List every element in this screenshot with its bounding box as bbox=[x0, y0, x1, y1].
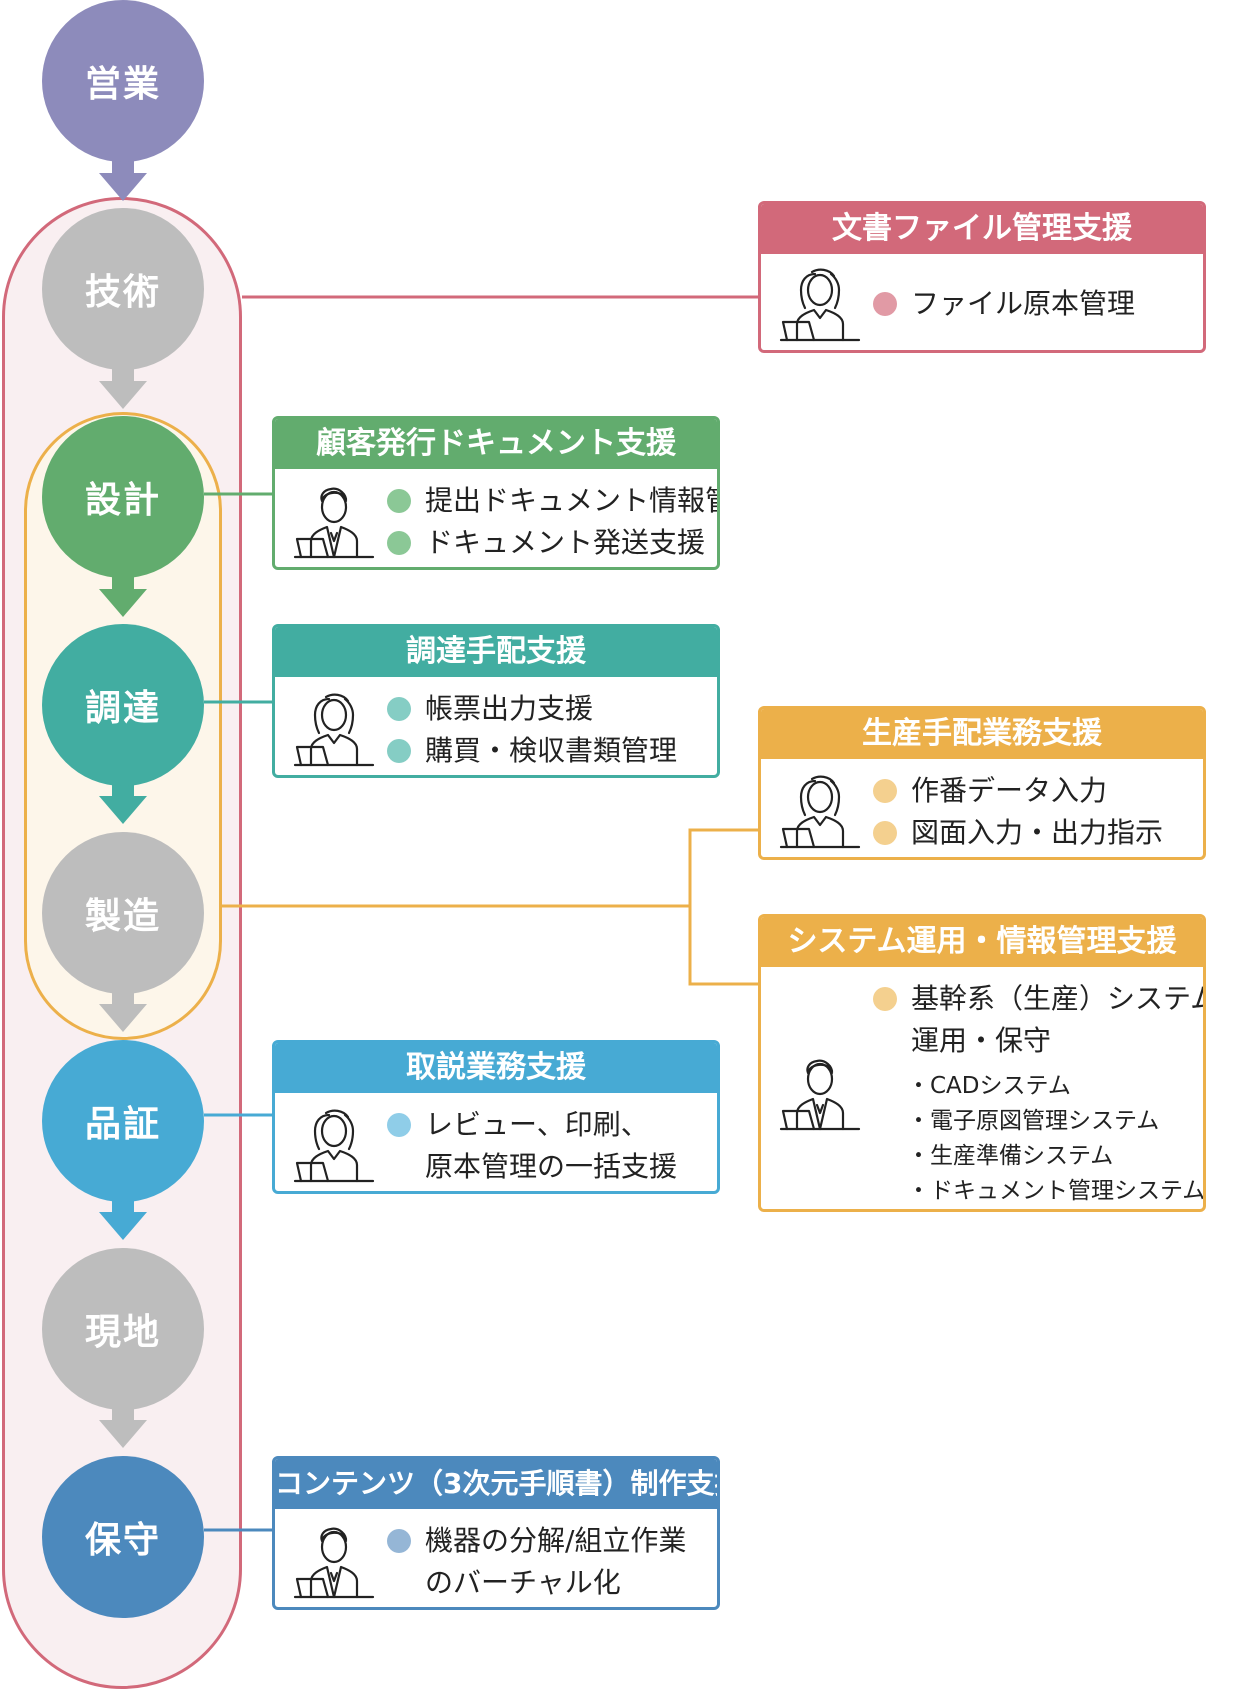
sub-item: ・CADシステム bbox=[907, 1073, 1071, 1099]
card-document-file: 文書ファイル管理支援 ファイル原本管理 bbox=[758, 201, 1206, 353]
list-item: 基幹系（生産）システム bbox=[873, 977, 1203, 1021]
stage-quality: 品証 bbox=[42, 1040, 204, 1202]
list-item: 購買・検収書類管理 bbox=[387, 729, 677, 773]
person-icon bbox=[779, 1059, 861, 1131]
person-icon bbox=[293, 693, 375, 767]
stage-onsite: 現地 bbox=[42, 1248, 204, 1410]
card-content: コンテンツ（3次元手順書）制作支援 機器の分解/組立作業 のバーチャル化 bbox=[272, 1456, 720, 1610]
person-icon bbox=[293, 1527, 375, 1599]
card-title: 調達手配支援 bbox=[275, 627, 717, 677]
list-item: ファイル原本管理 bbox=[873, 282, 1135, 326]
list-item-continuation: 運用・保守 bbox=[911, 1024, 1052, 1057]
list-item: 作番データ入力 bbox=[873, 769, 1107, 813]
person-icon bbox=[779, 268, 861, 342]
list-item: 帳票出力支援 bbox=[387, 687, 593, 731]
bullet-dot bbox=[387, 1529, 411, 1553]
bullet-dot bbox=[387, 697, 411, 721]
list-item: 図面入力・出力指示 bbox=[873, 811, 1163, 855]
card-manual: 取説業務支援 レビュー、印刷、 原本管理の一括支援 bbox=[272, 1040, 720, 1194]
bullet-dot bbox=[873, 987, 897, 1011]
stage-manufacturing: 製造 bbox=[42, 832, 204, 994]
card-title: コンテンツ（3次元手順書）制作支援 bbox=[275, 1459, 717, 1509]
card-customer-docs: 顧客発行ドキュメント支援 提出ドキュメント情報管理 ドキュメント発送支援 bbox=[272, 416, 720, 570]
bullet-dot bbox=[387, 489, 411, 513]
list-item: 提出ドキュメント情報管理 bbox=[387, 479, 717, 523]
list-item: ドキュメント発送支援 bbox=[387, 521, 705, 565]
card-production: 生産手配業務支援 作番データ入力 図面入力・出力指示 bbox=[758, 706, 1206, 860]
card-title: 生産手配業務支援 bbox=[761, 709, 1203, 759]
sub-item: ・ドキュメント管理システム bbox=[907, 1178, 1206, 1204]
list-item-continuation: のバーチャル化 bbox=[425, 1566, 621, 1599]
card-procurement: 調達手配支援 帳票出力支援 購買・検収書類管理 bbox=[272, 624, 720, 778]
person-icon bbox=[293, 487, 375, 559]
bullet-dot bbox=[387, 1113, 411, 1137]
card-title: システム運用・情報管理支援 bbox=[761, 917, 1203, 967]
card-system-ops: システム運用・情報管理支援 基幹系（生産）システム 運用・保守 ・CADシステム… bbox=[758, 914, 1206, 1212]
card-title: 顧客発行ドキュメント支援 bbox=[275, 419, 717, 469]
stage-sales: 営業 bbox=[42, 0, 204, 162]
bullet-dot bbox=[387, 739, 411, 763]
sub-item: ・電子原図管理システム bbox=[907, 1108, 1160, 1134]
list-item-continuation: 原本管理の一括支援 bbox=[425, 1150, 678, 1183]
bullet-dot bbox=[873, 292, 897, 316]
person-icon bbox=[293, 1109, 375, 1183]
bullet-dot bbox=[873, 779, 897, 803]
connector-manufacturing bbox=[222, 828, 758, 908]
sub-item: ・生産準備システム bbox=[907, 1143, 1114, 1169]
list-item: 機器の分解/組立作業 bbox=[387, 1519, 686, 1563]
card-title: 文書ファイル管理支援 bbox=[761, 204, 1203, 254]
bullet-dot bbox=[387, 531, 411, 555]
stage-procurement: 調達 bbox=[42, 624, 204, 786]
connector-manufacturing-2 bbox=[688, 906, 758, 986]
card-title: 取説業務支援 bbox=[275, 1043, 717, 1093]
stage-design: 設計 bbox=[42, 416, 204, 578]
stage-technical: 技術 bbox=[42, 208, 204, 370]
stage-maintenance: 保守 bbox=[42, 1456, 204, 1618]
list-item: レビュー、印刷、 bbox=[387, 1103, 649, 1147]
person-icon bbox=[779, 775, 861, 849]
bullet-dot bbox=[873, 821, 897, 845]
